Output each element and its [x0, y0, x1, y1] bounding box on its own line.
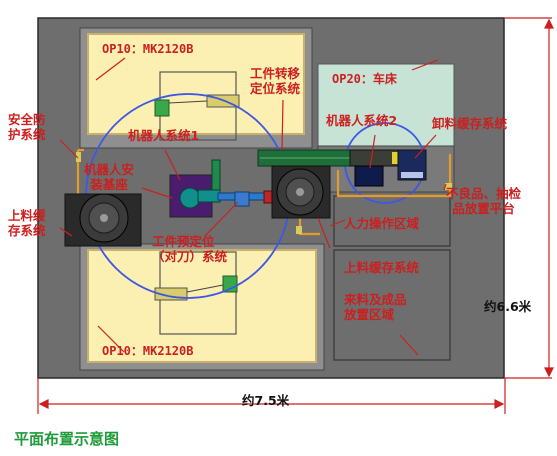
width-dimension: [37, 378, 506, 414]
transfer-label: 工件转移定位系统: [250, 66, 301, 96]
height-dimension: [504, 17, 554, 379]
unloading-buffer-tray: [401, 172, 423, 178]
robot2-label: 机器人系统2: [326, 113, 398, 128]
height-dimension-label: 约6.6米: [484, 299, 532, 314]
left-loading-turntable: [64, 193, 142, 247]
op10-bottom-label: OP10：MK2120B: [102, 344, 194, 358]
op10-top-label: OP10：MK2120B: [102, 42, 194, 56]
incoming-area: [333, 249, 451, 361]
op10-top-chuck: [154, 99, 170, 117]
op20-cell: [317, 63, 455, 147]
prepos-label: 工件预定位（对刀）系统: [152, 234, 228, 264]
transfer-conveyor-head: [349, 149, 399, 167]
loading-buffer-left-label: 上料缓存系统: [8, 208, 46, 238]
manual-area-label: 人力操作区域: [344, 216, 420, 231]
prepos-station: [234, 191, 250, 207]
robot-base-label: 机器人安装基座: [84, 162, 135, 192]
safety-label: 安全防护系统: [8, 112, 46, 142]
robot2-body: [354, 165, 384, 187]
incoming-area-label: 来料及成品放置区域: [344, 292, 407, 322]
caption: 平面布置示意图: [14, 430, 120, 448]
right-loading-turntable: [271, 165, 331, 219]
robot1-label: 机器人系统1: [128, 128, 200, 143]
loading-buffer-right-label: 上料缓存系统: [344, 260, 420, 275]
transfer-conveyor-end: [392, 152, 402, 164]
width-dimension-label: 约7.5米: [242, 393, 290, 408]
op20-label: OP20：车床: [332, 72, 397, 86]
fence-post-left: [76, 152, 81, 162]
op10-bottom-rail: [186, 284, 224, 293]
leader-lines: [59, 57, 447, 356]
fence-post-mid: [296, 226, 302, 234]
op10-top-rail: [168, 100, 208, 104]
reject-platform-label: 不良品、抽检品放置平台: [446, 186, 522, 216]
safety-fence: [76, 148, 452, 236]
op10-bottom-cell: [87, 249, 317, 363]
unloading-buffer-label: 卸料缓存系统: [432, 116, 508, 131]
fence-post-right: [445, 183, 452, 190]
